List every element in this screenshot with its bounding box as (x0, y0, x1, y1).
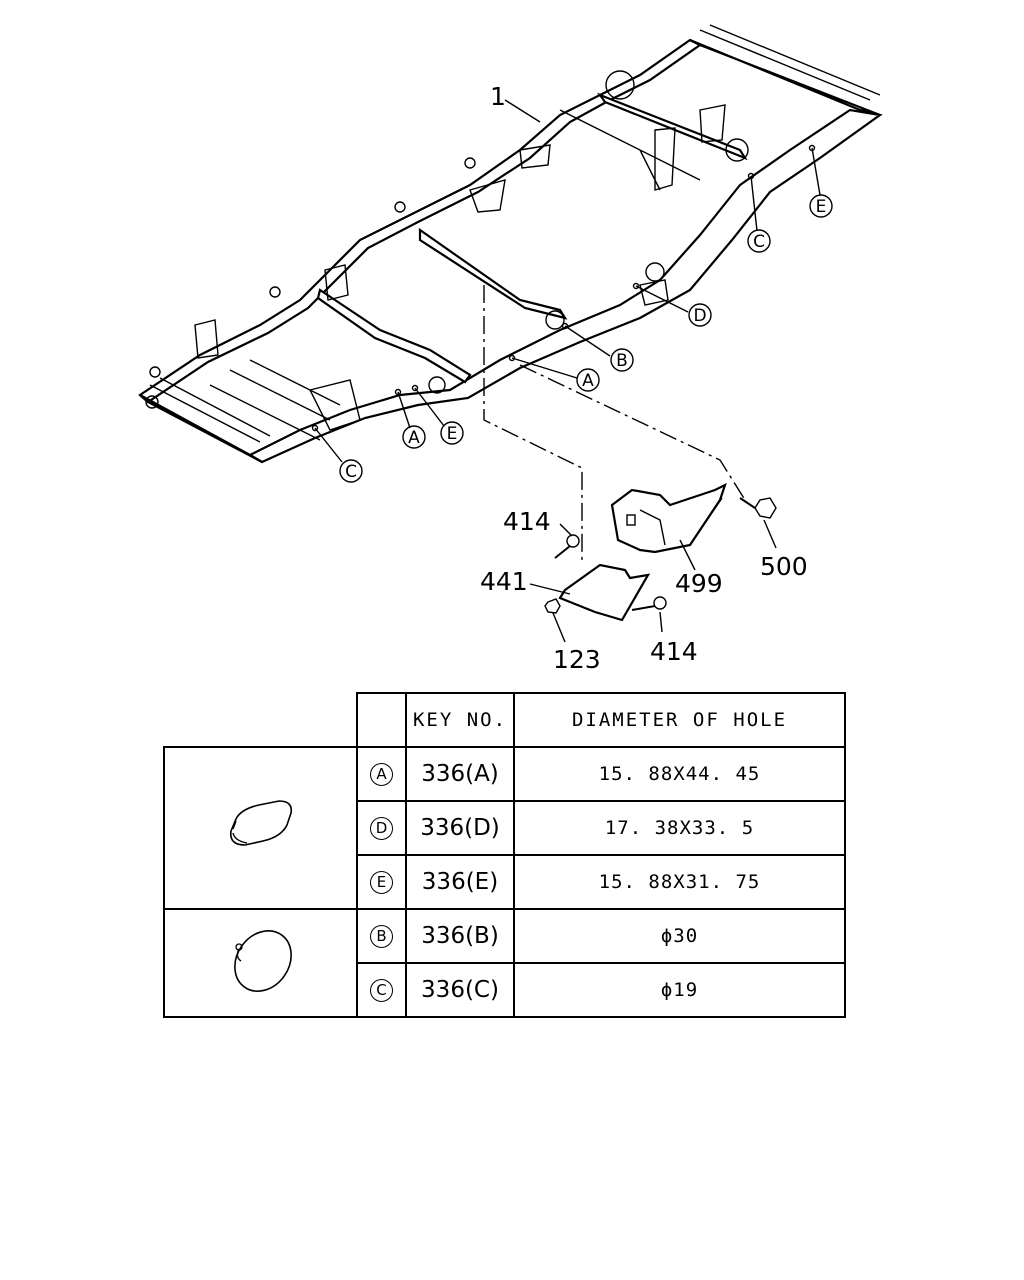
row-mark: C (356, 962, 407, 1018)
key-no-cell: 336(B) (405, 908, 515, 964)
key-no-cell: 336(E) (405, 854, 515, 910)
nut-123-part (544, 598, 561, 614)
mark-front-left-c: C (345, 462, 357, 482)
diameter-cell: 17. 38X33. 5 (513, 800, 846, 856)
callout-bolt-upper: 414 (503, 507, 551, 536)
diameter-cell: 15. 88X44. 45 (513, 746, 846, 802)
diameter-cell: ϕ19 (513, 962, 846, 1018)
key-no-cell: 336(A) (405, 746, 515, 802)
exploded-parts (529, 482, 777, 643)
round-plug-illustration (163, 908, 358, 1018)
table-row: B 336(B) ϕ30 (163, 908, 846, 1018)
hole-diameter-table: KEY NO. DIAMETER OF HOLE A 336(A) 15. 88… (163, 692, 846, 1018)
mark-front-left-e: E (447, 424, 458, 444)
mark-rear-e: E (816, 197, 827, 217)
bolt-414-lower-part (631, 596, 667, 611)
bolt-500-part (739, 497, 777, 519)
mark-rear-c: C (753, 232, 765, 252)
mark-front-left-a: A (408, 428, 420, 448)
bracket-part (610, 482, 727, 554)
row-mark: B (356, 908, 407, 964)
table-row: D 336(D) 17. 38X33. 5 (164, 800, 846, 856)
key-no-cell: 336(C) (405, 962, 515, 1018)
frame-exploded-diagram: 1 414 441 123 499 500 414 A E C A B D C … (138, 24, 883, 674)
plate-part (558, 563, 651, 622)
callout-bracket: 499 (675, 569, 723, 598)
mark-mid-d: D (693, 306, 706, 326)
table-row: E 336(E) 15. 88X31. 75 (164, 854, 846, 910)
table-header-row: KEY NO. DIAMETER OF HOLE (164, 692, 846, 748)
frame-assembly (138, 24, 883, 464)
row-mark: E (356, 854, 407, 910)
row-mark: A (356, 746, 407, 802)
table-row: C 336(C) ϕ19 (164, 962, 846, 1018)
round-plug-icon (233, 930, 292, 992)
diameter-cell: 15. 88X31. 75 (513, 854, 846, 910)
key-no-cell: 336(D) (405, 800, 515, 856)
diameter-cell: ϕ30 (513, 908, 846, 964)
callout-bolt-lower: 414 (650, 637, 698, 666)
mark-mid-b: B (616, 351, 628, 371)
header-key-no: KEY NO. (405, 692, 515, 748)
callout-bracket-bolt: 500 (760, 552, 808, 581)
callout-nut: 123 (553, 645, 601, 674)
callout-plate: 441 (480, 567, 528, 596)
mark-mid-a: A (582, 371, 594, 391)
bolt-414-upper-part (554, 534, 580, 559)
hole-marks: A E C A B D C E (339, 194, 833, 483)
oblong-plug-illustration (163, 746, 358, 910)
callout-frame: 1 (490, 82, 506, 111)
oblong-plug-icon (229, 800, 292, 846)
leader-lines (314, 99, 821, 560)
table-row: A 336(A) 15. 88X44. 45 (163, 746, 846, 910)
header-diameter: DIAMETER OF HOLE (513, 692, 846, 748)
row-mark: D (356, 800, 407, 856)
